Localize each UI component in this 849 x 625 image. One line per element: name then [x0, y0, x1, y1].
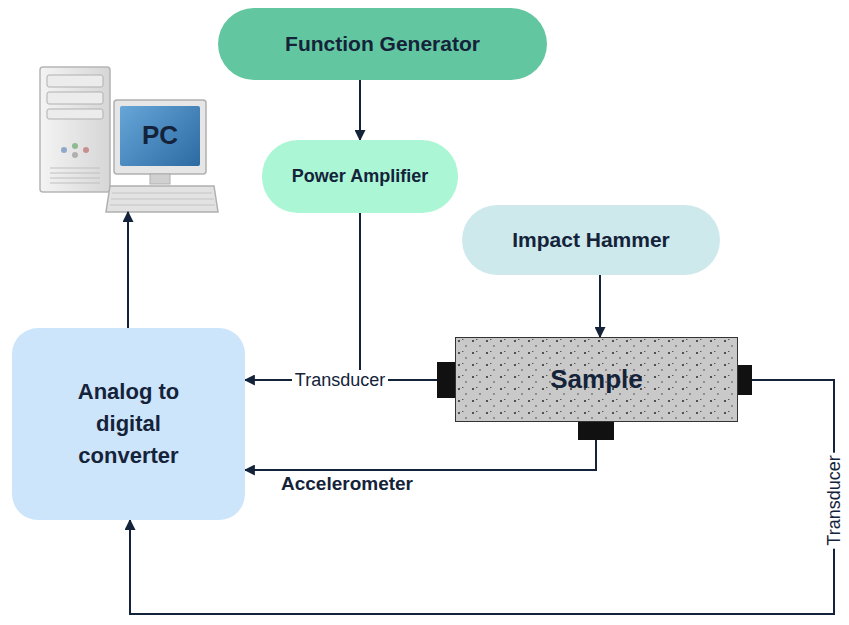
edge-label: Transducer: [824, 452, 845, 548]
node-label: Analog to digital converter: [54, 376, 204, 472]
connector: [360, 213, 437, 380]
edge-label: Accelerometer: [278, 473, 416, 495]
connector: [245, 440, 596, 470]
hammer-box: Impact Hammer: [462, 205, 720, 275]
sample-box: Sample: [455, 337, 738, 422]
generator-box: Function Generator: [218, 8, 547, 80]
node-label: Impact Hammer: [512, 227, 670, 252]
connector: [599, 275, 601, 337]
node-label: Sample: [550, 364, 643, 395]
amplifier-box: Power Amplifier: [262, 140, 458, 213]
transducer-block: [437, 362, 455, 398]
connector: [359, 80, 361, 140]
node-label: Function Generator: [285, 31, 480, 56]
pc-tower: [40, 67, 110, 192]
pc-monitor: [106, 100, 218, 212]
connector: [127, 212, 129, 328]
converter-box: Analog to digital converter: [12, 328, 245, 520]
node-label: PC: [142, 120, 178, 151]
pc-screen: PC: [120, 106, 200, 166]
node-label: Power Amplifier: [292, 166, 428, 188]
accelerometer-block: [578, 422, 614, 440]
edge-label: Transducer: [292, 370, 388, 391]
transducer-block: [738, 365, 752, 395]
